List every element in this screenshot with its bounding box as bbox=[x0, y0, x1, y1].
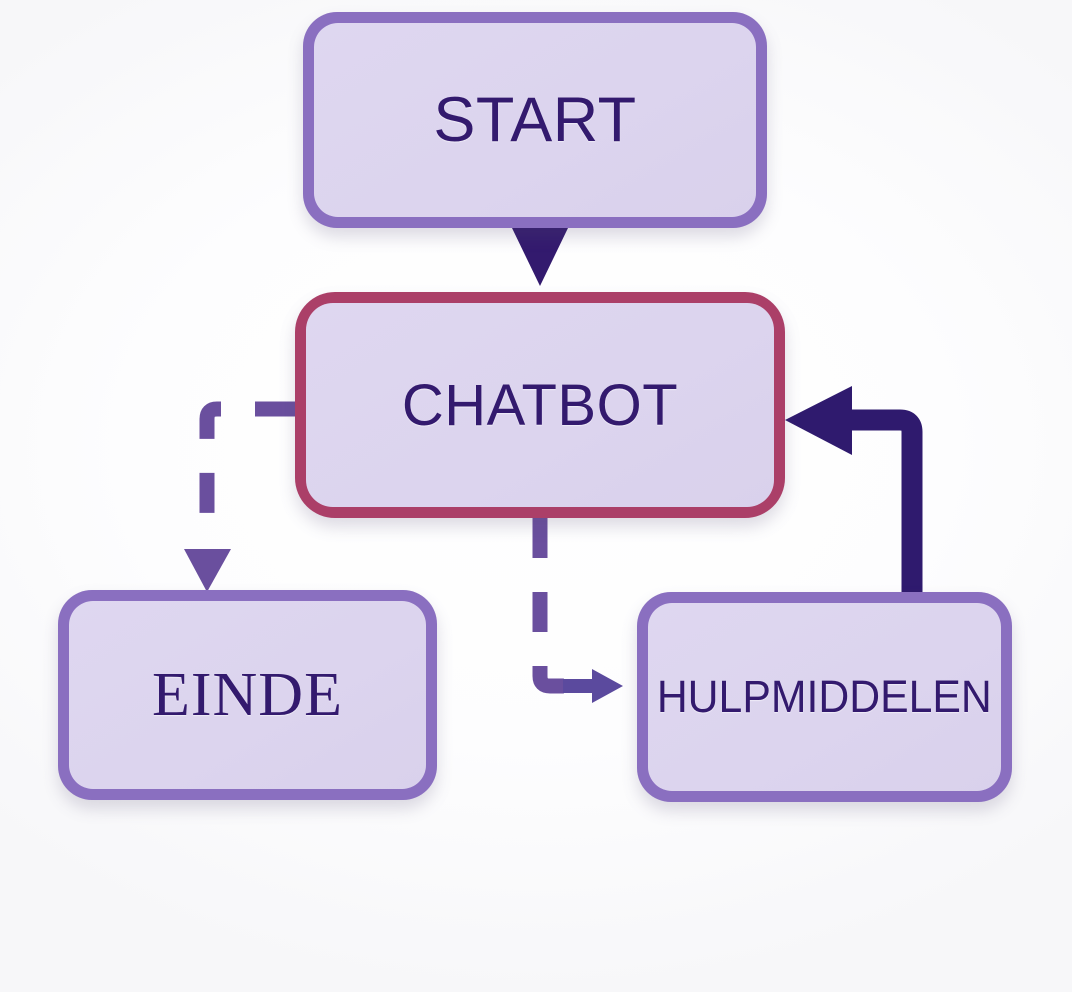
node-start-label: START bbox=[433, 85, 637, 155]
node-einde[interactable]: EINDE bbox=[58, 590, 437, 800]
node-chatbot[interactable]: CHATBOT bbox=[295, 292, 785, 518]
node-hulpmiddelen[interactable]: HULPMIDDELEN bbox=[637, 592, 1012, 802]
edge-chatbot-to-einde bbox=[184, 401, 295, 592]
edge-start-to-chatbot bbox=[512, 228, 568, 286]
node-start[interactable]: START bbox=[303, 12, 767, 228]
node-einde-label: EINDE bbox=[152, 660, 343, 729]
edge-chatbot-to-hulpmiddelen bbox=[532, 518, 623, 703]
edge-hulpmiddelen-to-chatbot bbox=[785, 386, 923, 595]
node-chatbot-label: CHATBOT bbox=[401, 372, 679, 438]
node-start-fill bbox=[314, 23, 756, 217]
node-einde-fill bbox=[69, 601, 426, 789]
node-hulpmiddelen-label: HULPMIDDELEN bbox=[657, 671, 992, 722]
node-hulpmiddelen-fill bbox=[648, 603, 1001, 791]
node-chatbot-fill bbox=[306, 303, 774, 507]
